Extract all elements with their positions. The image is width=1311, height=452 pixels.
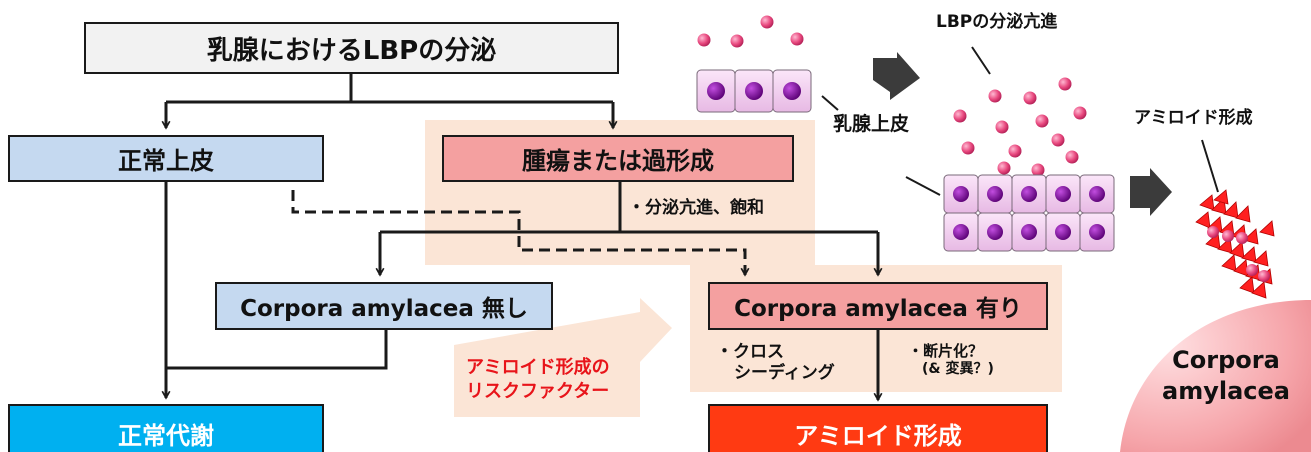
corpora-amylacea-blob xyxy=(1120,300,1311,452)
corpora-amylacea-label: Corpora amylacea xyxy=(1162,345,1290,407)
lbp-particles-small xyxy=(697,15,804,48)
lbp-particles-many xyxy=(953,77,1087,177)
fragmentation-label: ・断片化？ (& 変異？) xyxy=(908,342,994,378)
corpora-line1: Corpora xyxy=(1172,346,1280,374)
tumor-note: ・分泌亢進、飽和 xyxy=(628,198,764,218)
lbp-secretion-box: 乳腺におけるLBPの分泌 xyxy=(84,22,619,74)
cross-seeding-label: ・クロス シーディング xyxy=(716,342,835,385)
mammary-epithelium-label: 乳腺上皮 xyxy=(833,113,910,135)
amyloid-formation-label: アミロイド形成 xyxy=(1134,108,1253,128)
fragmentation-line2: (& 変異？) xyxy=(922,360,994,377)
risk-factor-bg xyxy=(454,345,640,417)
amyloid-aggregate xyxy=(1195,189,1275,299)
cross-seeding-line1: ・クロス xyxy=(716,342,784,362)
cell-row-small xyxy=(696,69,812,113)
tumor-box: 腫瘍または過形成 xyxy=(442,135,794,182)
progress-arrow-1 xyxy=(873,52,920,100)
cell-block-large xyxy=(943,174,1115,252)
normal-metabolism-box: 正常代謝 xyxy=(8,404,324,452)
risk-factor-label: アミロイド形成の リスクファクター xyxy=(466,356,610,405)
fragmentation-line1: ・断片化？ xyxy=(908,342,984,360)
normal-epithelium-box: 正常上皮 xyxy=(8,135,324,182)
progress-arrow-2 xyxy=(1130,168,1172,216)
amyloid-formation-box: アミロイド形成 xyxy=(708,404,1048,452)
risk-factor-line1: アミロイド形成の xyxy=(466,357,610,378)
ca-present-box: Corpora amylacea 有り xyxy=(708,282,1048,330)
ca-none-box: Corpora amylacea 無し xyxy=(215,282,553,330)
cross-seeding-line2: シーディング xyxy=(734,363,835,384)
amyloid-particles xyxy=(1207,226,1270,282)
corpora-line2: amylacea xyxy=(1162,377,1290,406)
risk-factor-line2: リスクファクター xyxy=(466,381,610,403)
risk-factor-arrow-shape xyxy=(454,298,672,362)
lbp-secretion-label: LBPの分泌亢進 xyxy=(936,12,1058,32)
